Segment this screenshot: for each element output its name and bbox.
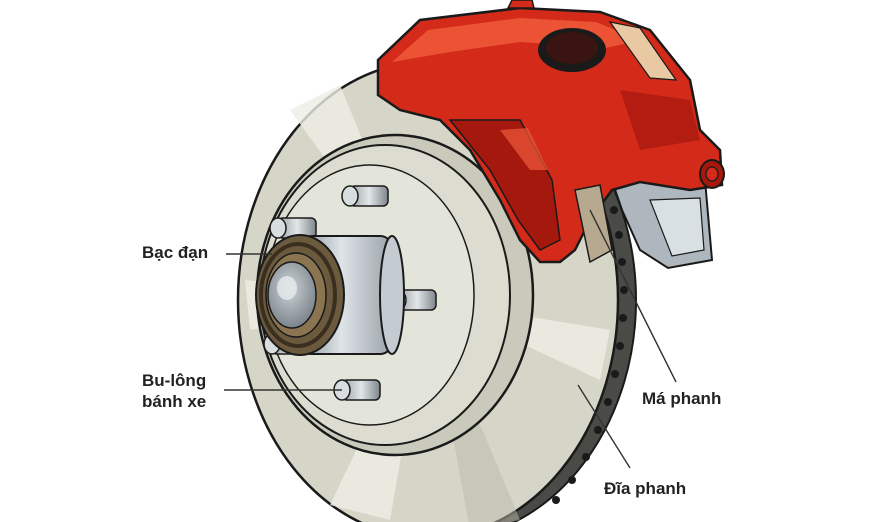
brake-pad-leader-line (589, 209, 677, 383)
brake-disc-leader-line (577, 384, 631, 469)
wheel-bolt (341, 185, 389, 207)
wheel-bolt-label-line1: Bu-lông (142, 371, 207, 390)
wheel-bolt-label-line2: bánh xe (142, 392, 207, 411)
leader-lines (224, 209, 677, 469)
brake-pad-label: Má phanh (642, 389, 722, 408)
bearing (255, 234, 405, 356)
bearing-label: Bạc đạn (142, 243, 209, 262)
wheel-bolt (269, 217, 317, 239)
brake-pad (574, 184, 613, 264)
brake-caliper (376, 0, 725, 270)
brake-disc-label: Đĩa phanh (604, 479, 687, 498)
